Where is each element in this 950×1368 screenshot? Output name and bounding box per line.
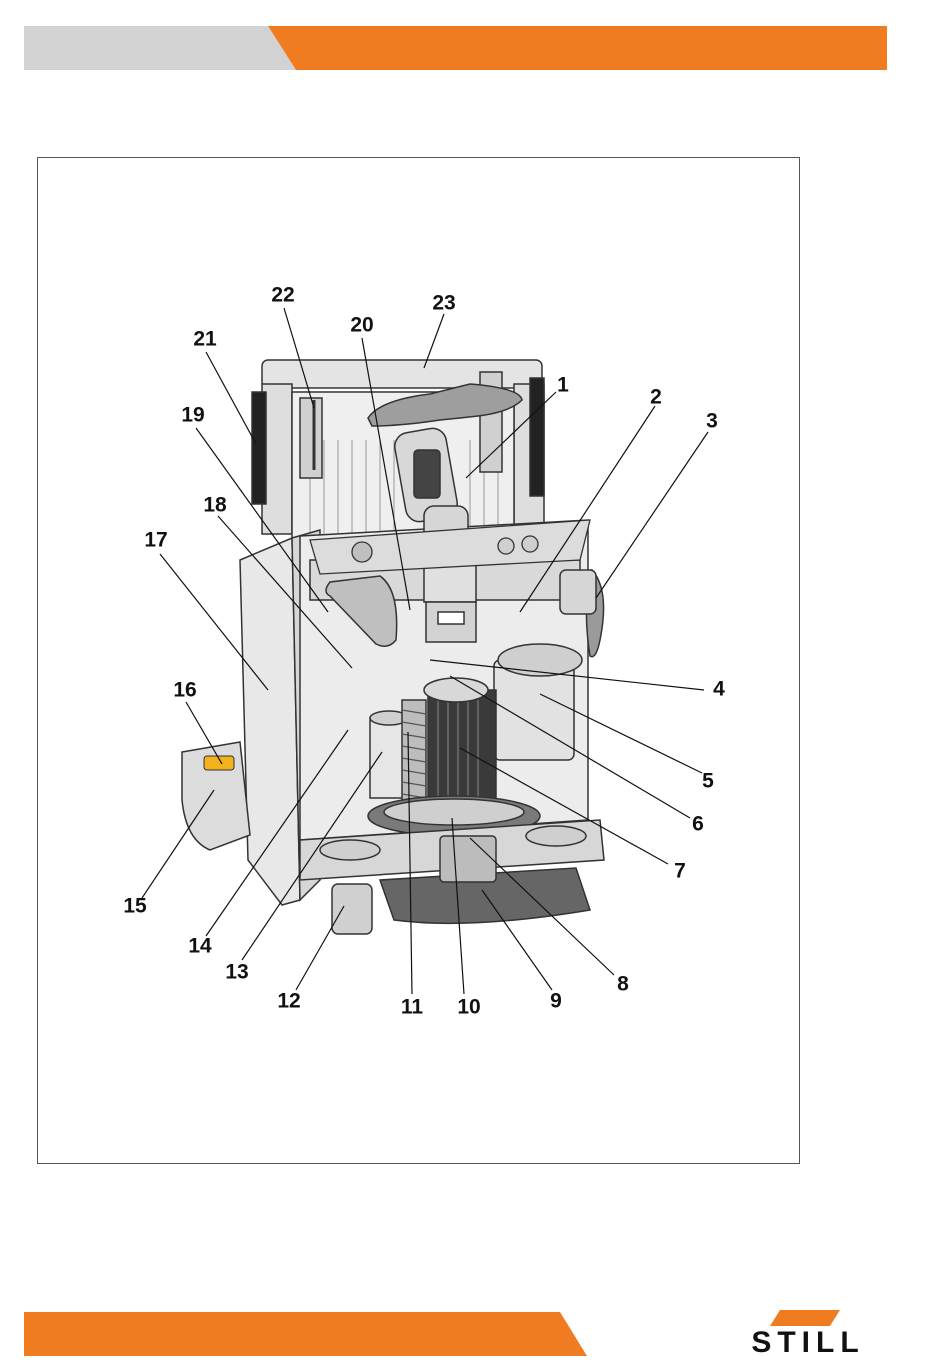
callout-12: 12: [277, 991, 300, 1012]
callout-17: 17: [144, 530, 167, 551]
callout-22: 22: [271, 285, 294, 306]
logo-text: STILL: [726, 1328, 890, 1358]
callout-10: 10: [457, 997, 480, 1018]
callout-9: 9: [550, 991, 562, 1012]
callout-14: 14: [188, 936, 211, 957]
brand-logo: STILL: [726, 1306, 890, 1360]
callout-23: 23: [432, 293, 455, 314]
callout-13: 13: [225, 962, 248, 983]
callout-4: 4: [713, 679, 725, 700]
callout-6: 6: [692, 814, 704, 835]
callout-21: 21: [193, 329, 216, 350]
callout-1: 1: [557, 375, 569, 396]
callout-20: 20: [350, 315, 373, 336]
platform: [300, 820, 604, 934]
callout-18: 18: [203, 495, 226, 516]
callout-15: 15: [123, 896, 146, 917]
callout-19: 19: [181, 405, 204, 426]
callout-11: 11: [401, 997, 423, 1018]
callout-2: 2: [650, 387, 662, 408]
callout-7: 7: [674, 861, 686, 882]
callout-16: 16: [173, 680, 196, 701]
footer-orange-band: [24, 1312, 587, 1356]
callout-5: 5: [702, 771, 714, 792]
callout-8: 8: [617, 974, 629, 995]
callout-3: 3: [706, 411, 718, 432]
